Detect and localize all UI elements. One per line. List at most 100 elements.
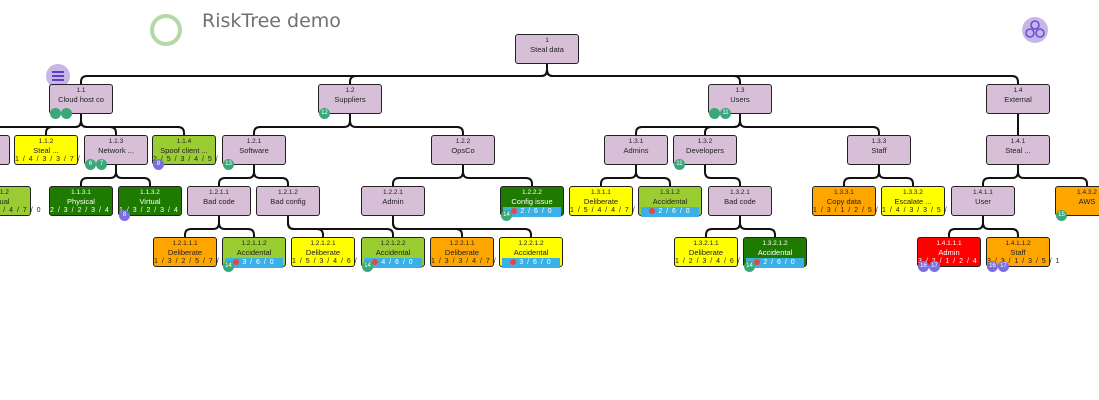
node-label: Cloud host co xyxy=(58,95,104,104)
node-id: 1 xyxy=(545,37,549,44)
node-badge[interactable]: 8 xyxy=(153,159,164,170)
node-badge[interactable]: 13 xyxy=(223,159,234,170)
node-badge[interactable] xyxy=(709,108,720,119)
node-id: 1.2 xyxy=(345,87,355,94)
node-score: 1 / 3 / 3 / 4 / 7 / 0 xyxy=(431,258,505,265)
node-id: 1.4.1 xyxy=(1010,138,1026,145)
node-id: 1.1.3 xyxy=(108,138,124,145)
node-id: 1.4.1.1 xyxy=(973,189,993,196)
tree-edge xyxy=(546,64,741,84)
node-status-text: 2 / 6 / 0 xyxy=(658,208,691,215)
node-badge[interactable]: 14 xyxy=(501,210,512,221)
node-badge[interactable]: 6 xyxy=(85,159,96,170)
node-score: 3 / 2 / 1 / 2 / 4 / 0 xyxy=(918,258,992,265)
node-badge[interactable]: 16 xyxy=(918,261,929,272)
node-id: 1.2.2.1 xyxy=(383,189,403,196)
node-badge[interactable]: 17 xyxy=(998,261,1009,272)
tree-node[interactable]: 1.1.1 xyxy=(0,135,10,165)
tree-edge xyxy=(349,114,464,135)
tree-edge xyxy=(739,216,776,237)
node-badge[interactable]: 14 xyxy=(362,261,373,272)
node-id: 1.2.1 xyxy=(246,138,262,145)
status-dot-icon xyxy=(510,259,517,265)
node-badge[interactable]: 16 xyxy=(987,261,998,272)
node-badge[interactable] xyxy=(50,108,61,119)
node-status-text: 3 / 6 / 0 xyxy=(519,259,552,266)
node-badge[interactable]: 11 xyxy=(674,159,685,170)
node-id: 1.2.2 xyxy=(455,138,471,145)
tree-edge xyxy=(80,64,548,84)
node-label: Users xyxy=(730,95,750,104)
node-label: Bad code xyxy=(203,197,235,206)
tree-edge xyxy=(948,216,984,237)
node-id: 1.2.2.1.2 xyxy=(518,240,544,247)
tree-node[interactable]: 1.1.1.2Virtual3 / 3 / 3 / 4 / 7 / 0 xyxy=(0,186,41,216)
tree-edge xyxy=(392,216,532,237)
node-status-bar: 2 / 6 / 0 xyxy=(503,207,561,217)
node-label: Software xyxy=(239,146,269,155)
node-label: Developers xyxy=(686,146,724,155)
tree-edge xyxy=(80,114,185,135)
node-label: Accidental xyxy=(236,248,272,257)
node-badge[interactable]: 11 xyxy=(720,108,731,119)
node-status-text: 4 / 6 / 0 xyxy=(381,259,414,266)
tree-edge xyxy=(392,216,463,237)
share-button[interactable] xyxy=(1022,17,1048,43)
node-id: 1.4 xyxy=(1013,87,1023,94)
node-id: 1.2.1.1 xyxy=(209,189,229,196)
node-id: 1.2.1.2.2 xyxy=(380,240,406,247)
node-id: 1.4.1.1.2 xyxy=(1005,240,1031,247)
tree-edge xyxy=(392,165,464,186)
node-label: Steal data xyxy=(530,45,564,54)
node-badge[interactable] xyxy=(61,108,72,119)
node-label: Bad code xyxy=(724,197,756,206)
node-badge[interactable]: 7 xyxy=(96,159,107,170)
node-badge[interactable]: 17 xyxy=(929,261,940,272)
node-badge[interactable]: 15 xyxy=(1056,210,1067,221)
node-id: 1.1.3.2 xyxy=(140,189,160,196)
node-label: Spoof client ... xyxy=(160,146,208,155)
node-label: Virtual xyxy=(139,197,161,206)
tree-edge xyxy=(704,165,741,186)
node-id: 1.3.3 xyxy=(871,138,887,145)
tree-edge xyxy=(546,64,1019,84)
node-badge[interactable]: 12 xyxy=(319,108,330,119)
node-label: Steal ... xyxy=(33,146,59,155)
node-id: 1.1.1 xyxy=(0,138,9,146)
node-label: User xyxy=(975,197,991,206)
tree-edge xyxy=(878,165,914,186)
node-badge[interactable]: 8 xyxy=(119,210,130,221)
node-label: OpsCo xyxy=(451,146,475,155)
node-status-bar: 2 / 6 / 0 xyxy=(641,207,699,217)
node-label: Physical xyxy=(67,197,95,206)
node-badge[interactable]: 14 xyxy=(744,261,755,272)
node-label: Admin xyxy=(938,248,960,257)
status-dot-icon xyxy=(754,259,761,265)
node-id: 1.2.1.1.2 xyxy=(241,240,267,247)
node-badge[interactable]: 14 xyxy=(223,261,234,272)
